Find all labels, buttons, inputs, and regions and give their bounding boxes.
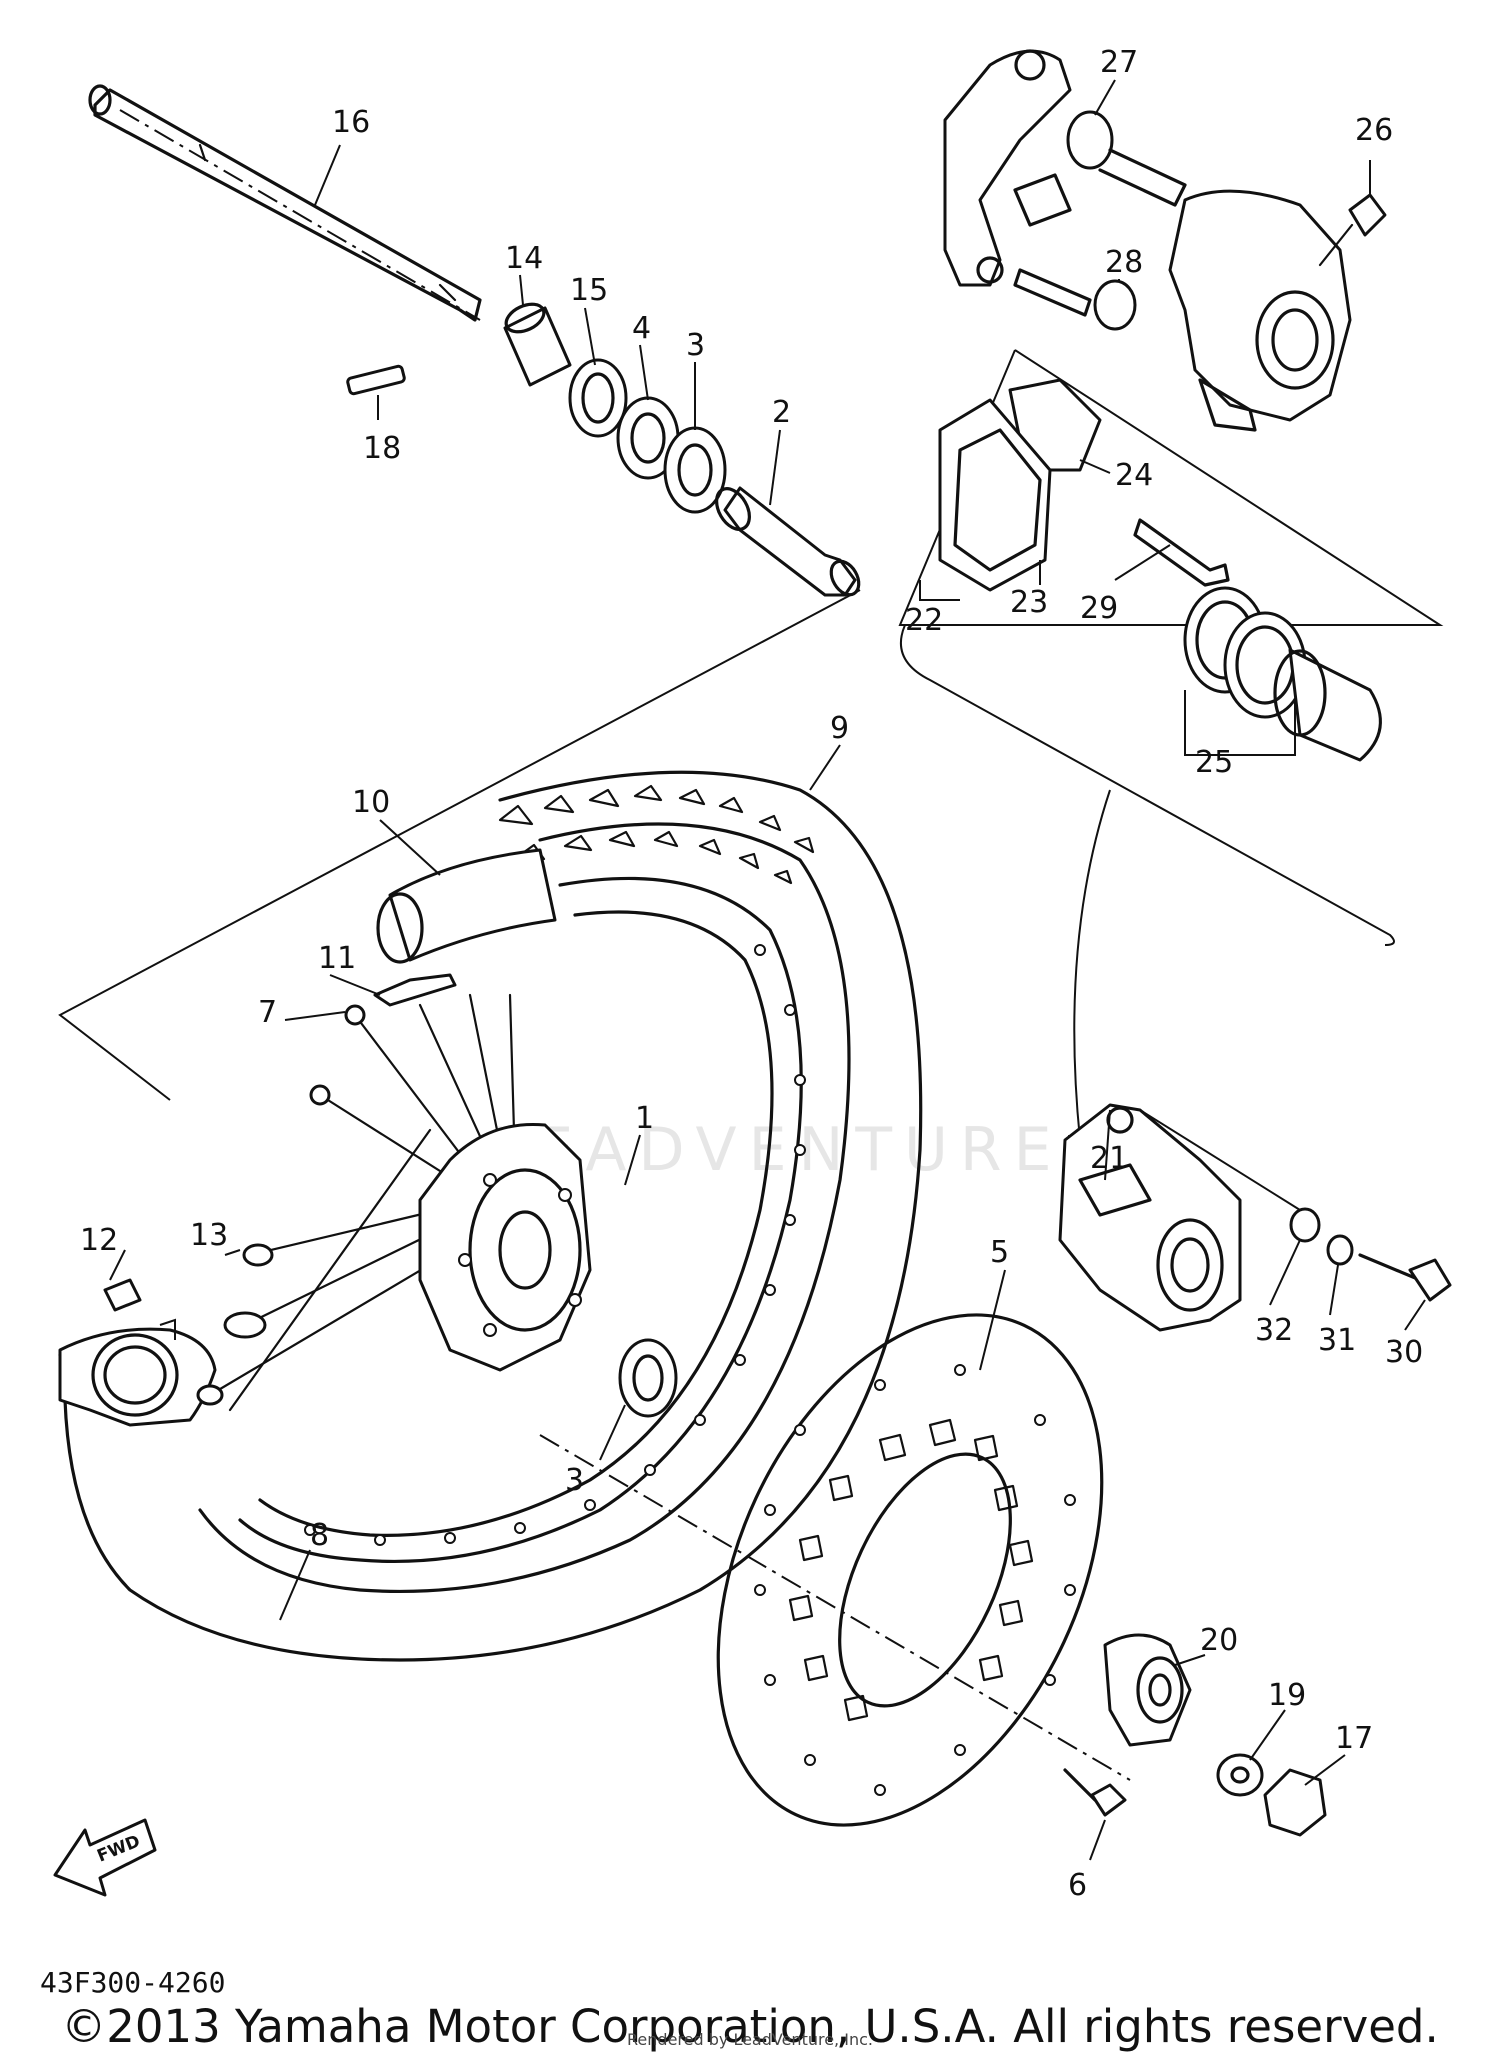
callout-29: 29 bbox=[1080, 591, 1118, 626]
callout-2: 2 bbox=[772, 395, 791, 430]
callout-11: 11 bbox=[318, 941, 356, 976]
callout-18: 18 bbox=[363, 431, 401, 466]
callout-9: 9 bbox=[830, 711, 849, 746]
rendered-by-credit: Rendered by LeadVenture, Inc. bbox=[627, 2030, 873, 2049]
inner-tube bbox=[376, 848, 557, 964]
callout-10: 10 bbox=[352, 785, 390, 820]
callout-3-lower: 3 bbox=[565, 1463, 584, 1498]
diagram-reference-code: 43F300-4260 bbox=[40, 1966, 226, 1999]
bleed-screw bbox=[1318, 193, 1387, 267]
spacer bbox=[503, 302, 572, 387]
callout-26: 26 bbox=[1355, 113, 1393, 148]
callout-leaders bbox=[109, 79, 1426, 1861]
collar bbox=[715, 486, 861, 597]
caliper-washer bbox=[1289, 1207, 1321, 1243]
brake-disc bbox=[716, 1313, 1104, 1827]
caliper-bracket bbox=[943, 49, 1072, 287]
callout-3-upper: 3 bbox=[686, 328, 705, 363]
caliper-body-upper bbox=[1168, 189, 1352, 432]
callout-7: 7 bbox=[258, 995, 277, 1030]
callout-1: 1 bbox=[635, 1101, 654, 1136]
axle-nut bbox=[1263, 1768, 1327, 1837]
oil-seal bbox=[568, 358, 628, 438]
callout-14: 14 bbox=[505, 241, 543, 276]
spoke-nipple bbox=[103, 1278, 142, 1312]
callout-13: 13 bbox=[190, 1218, 228, 1253]
callout-24: 24 bbox=[1115, 458, 1153, 493]
callout-17: 17 bbox=[1335, 1721, 1373, 1756]
lock-washer bbox=[1326, 1234, 1354, 1266]
caliper-bolt bbox=[1358, 1253, 1452, 1302]
callout-31: 31 bbox=[1318, 1323, 1356, 1358]
bearing-lower bbox=[618, 1338, 678, 1418]
callout-25: 25 bbox=[1195, 745, 1233, 780]
copyright-notice: ©2013 Yamaha Motor Corporation, U.S.A. A… bbox=[61, 2000, 1439, 2053]
callout-6: 6 bbox=[1068, 1868, 1087, 1903]
bearing-upper bbox=[663, 426, 727, 514]
washer bbox=[1216, 1753, 1264, 1797]
speedometer-gear-unit bbox=[1103, 1633, 1192, 1747]
callout-8: 8 bbox=[310, 1518, 329, 1553]
callout-12: 12 bbox=[80, 1223, 118, 1258]
callout-15: 15 bbox=[570, 273, 608, 308]
callout-20: 20 bbox=[1200, 1623, 1238, 1658]
callout-28: 28 bbox=[1105, 245, 1143, 280]
forward-direction-arrow: FWD bbox=[53, 1818, 157, 1897]
callout-21: 21 bbox=[1090, 1141, 1128, 1176]
callout-27: 27 bbox=[1100, 45, 1138, 80]
callout-4: 4 bbox=[632, 311, 651, 346]
brake-pads bbox=[938, 398, 1052, 592]
slide-pin-27 bbox=[1066, 110, 1187, 207]
front-axle bbox=[88, 84, 482, 322]
callout-30: 30 bbox=[1385, 1335, 1423, 1370]
callout-23: 23 bbox=[1010, 585, 1048, 620]
callout-19: 19 bbox=[1268, 1678, 1306, 1713]
cotter-pin bbox=[346, 364, 406, 396]
slide-pin-28 bbox=[1013, 268, 1137, 331]
callout-numbers: 16 18 14 15 4 3 2 27 26 28 24 22 23 29 2… bbox=[80, 45, 1423, 1903]
callout-32: 32 bbox=[1255, 1313, 1293, 1348]
tire-cross-section bbox=[58, 1327, 217, 1427]
rim-band bbox=[373, 973, 457, 1007]
callout-5: 5 bbox=[990, 1235, 1009, 1270]
piston-seal-kit bbox=[1183, 586, 1382, 762]
assembly-arrow bbox=[1073, 789, 1111, 1141]
pad-pin bbox=[1133, 518, 1230, 587]
caliper-assembly-lower bbox=[1058, 1103, 1242, 1332]
callout-22: 22 bbox=[905, 603, 943, 638]
callout-16: 16 bbox=[332, 105, 370, 140]
front-wheel bbox=[58, 770, 923, 1662]
disc-bolt bbox=[1063, 1768, 1127, 1817]
front-hub bbox=[418, 1122, 592, 1372]
